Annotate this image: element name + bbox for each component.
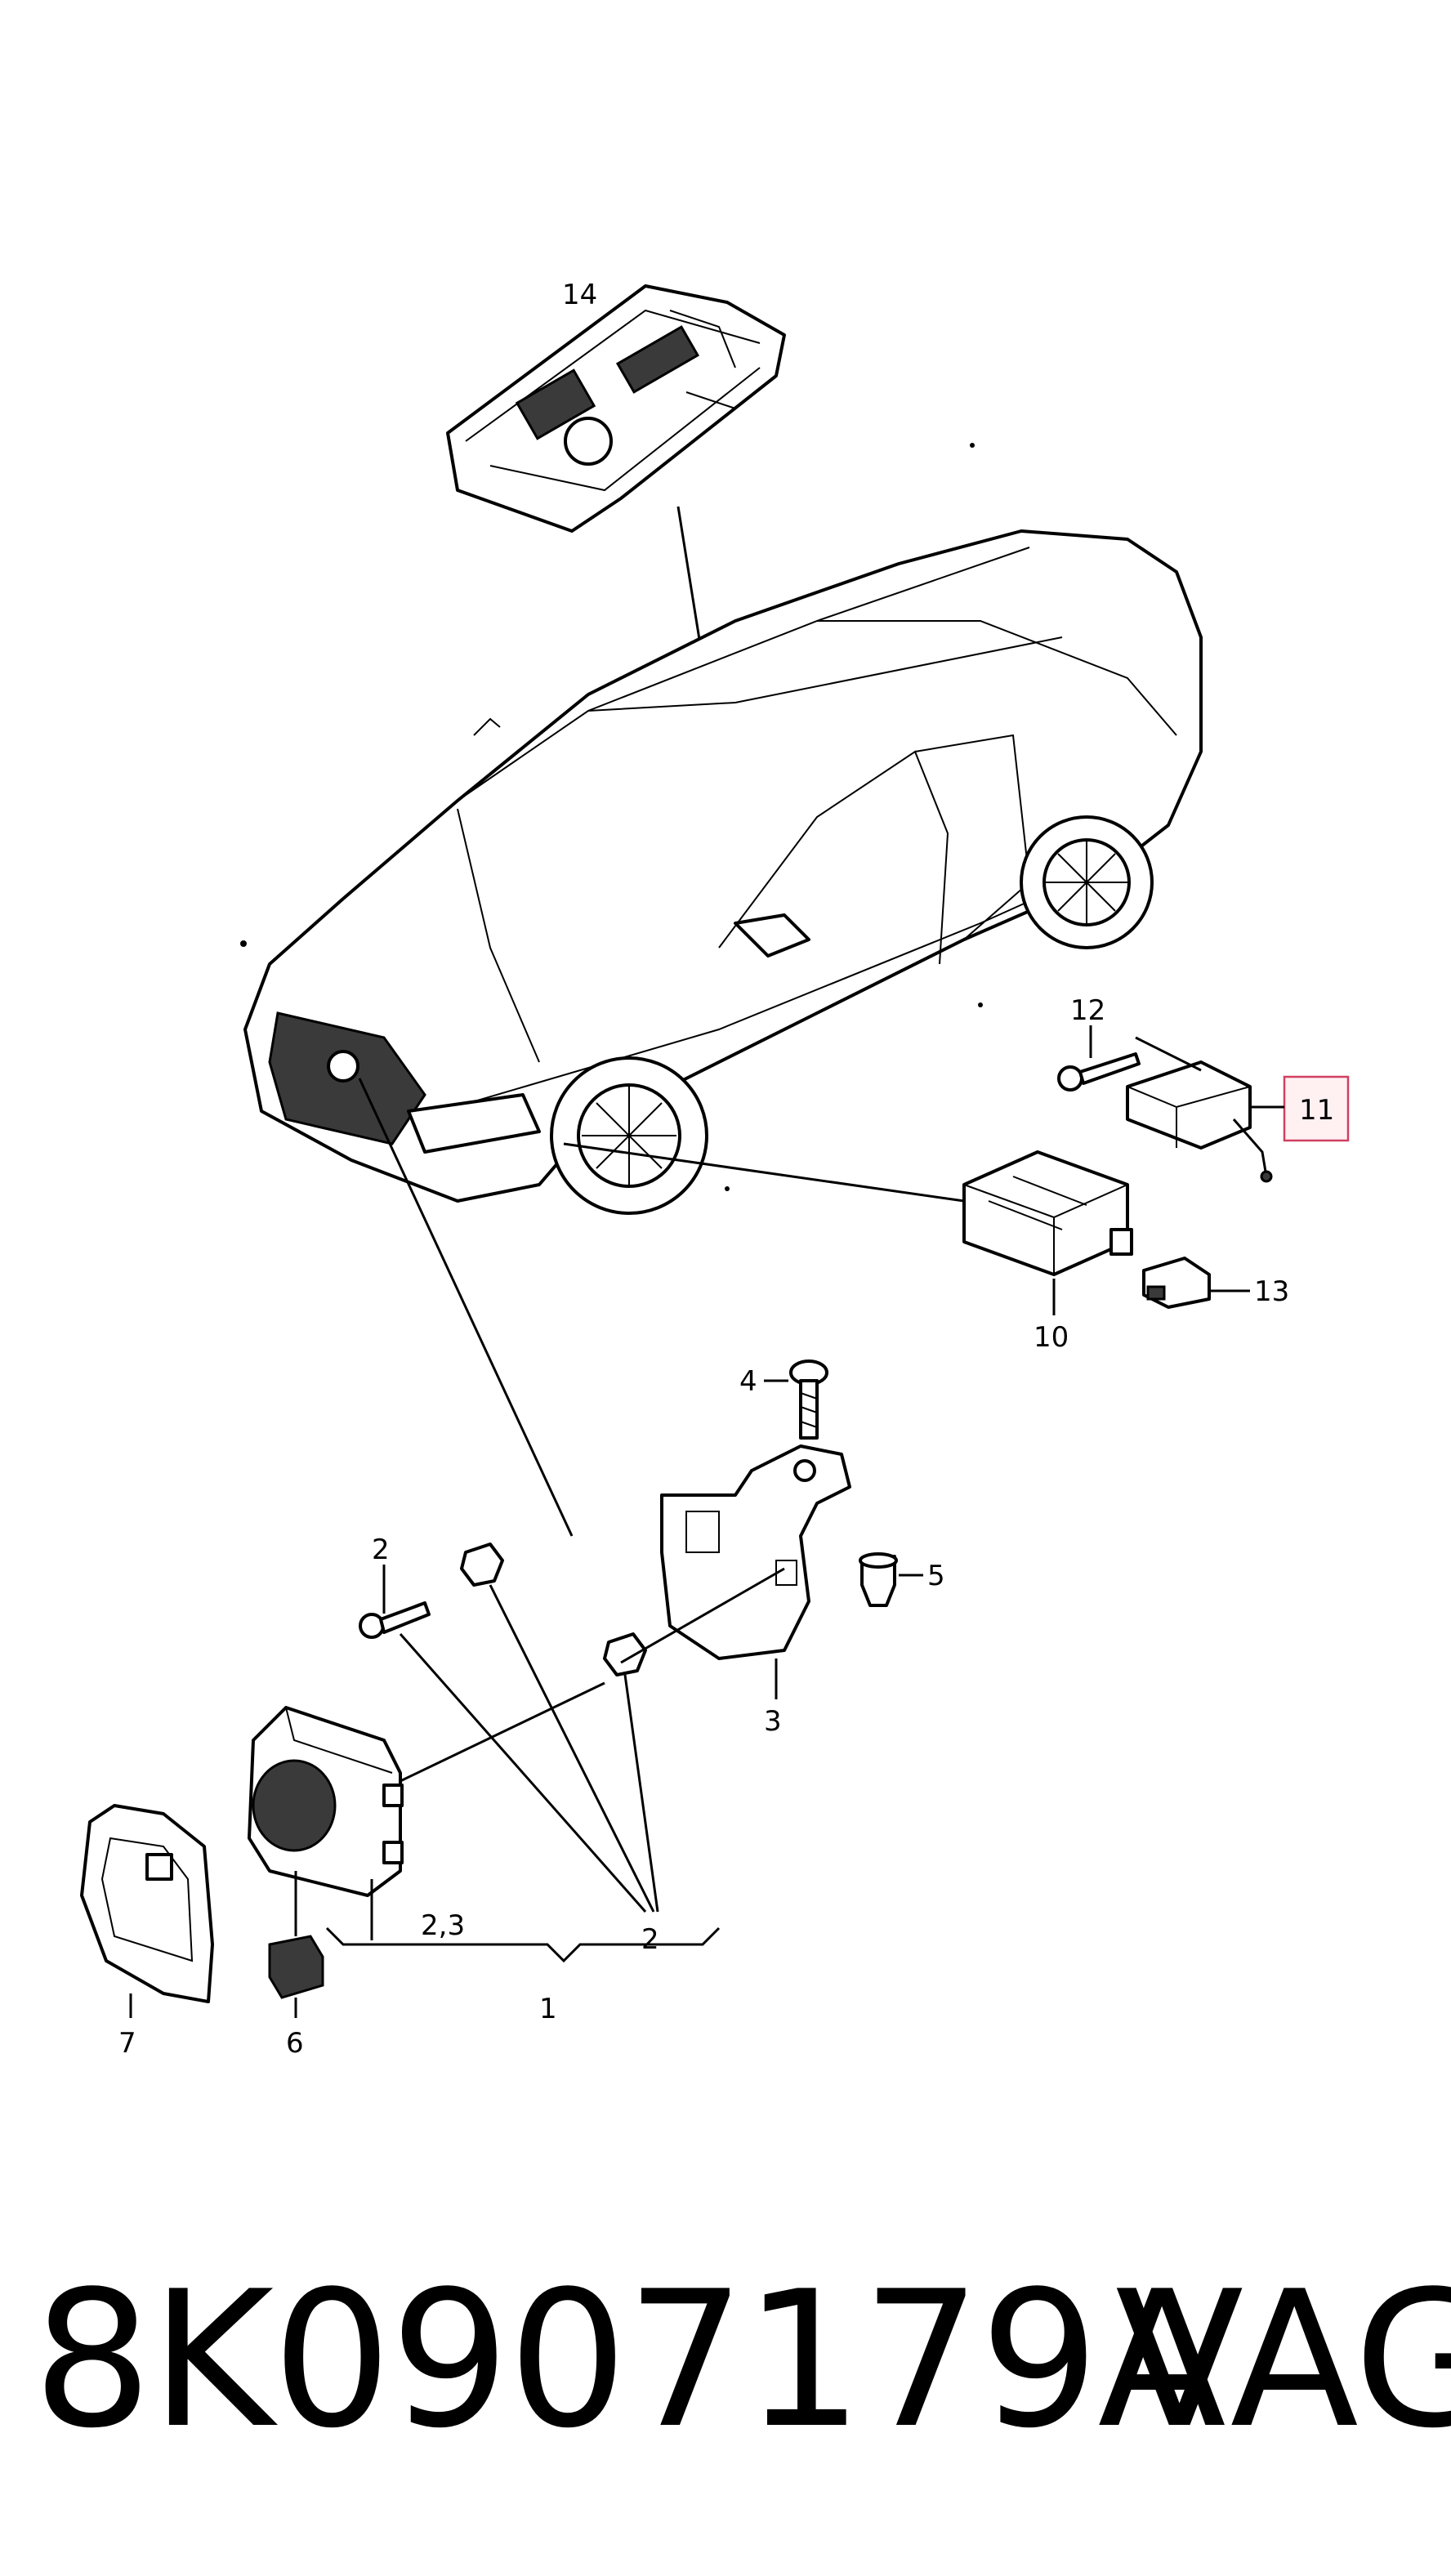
leader-10-car (563, 1142, 965, 1203)
callout-2b: 2 (641, 1923, 659, 1956)
switch-6-part (268, 1935, 324, 1999)
callout-12: 12 (1070, 994, 1105, 1027)
callout-4: 4 (739, 1365, 757, 1398)
callout-1: 1 (539, 1993, 557, 2025)
control-unit-11-part (1126, 1036, 1273, 1183)
bolt-2-part (359, 1601, 431, 1639)
callout-6: 6 (286, 2027, 304, 2060)
callout-7: 7 (118, 2027, 136, 2060)
callout-5: 5 (927, 1560, 945, 1592)
cover-7-part (80, 1804, 214, 2003)
part-number: 8K0907179A (33, 2252, 1226, 2470)
clip-5-part (859, 1552, 898, 1607)
callout-10: 10 (1034, 1321, 1069, 1354)
car-illustration (243, 529, 1203, 1215)
leader-sensor-nut (400, 1681, 605, 1783)
brand-name: VAG (1115, 2252, 1451, 2470)
radar-sensor-1-part (248, 1706, 404, 1897)
leader-grille (358, 1078, 574, 1537)
dot-mark (978, 1002, 983, 1007)
callout-14: 14 (562, 279, 597, 311)
leader-2b-lines (399, 1584, 659, 1913)
screw-12-part (1057, 1052, 1141, 1092)
roof-module-part (446, 284, 786, 533)
bracket-line-1 (325, 1926, 721, 1963)
caption: 8K0907179A VAG (33, 2252, 1451, 2470)
connector-13-part (1142, 1257, 1211, 1309)
callout-13: 13 (1254, 1275, 1289, 1308)
screw-4-part (789, 1359, 828, 1440)
nut-2-lower-part (603, 1632, 647, 1676)
dot-mark (970, 443, 975, 448)
parts-diagram: 14 12 (80, 279, 1350, 2060)
control-module-10-part (962, 1150, 1133, 1276)
nut-2-upper-part (460, 1542, 504, 1587)
callout-23: 2,3 (421, 1909, 465, 1942)
bracket-3-part (660, 1444, 851, 1660)
highlight-box-11 (1283, 1075, 1350, 1142)
dot-mark (725, 1186, 730, 1191)
callout-2a: 2 (372, 1534, 390, 1566)
dot-mark (240, 940, 247, 947)
callout-11: 11 (1299, 1094, 1334, 1127)
leader-nut-bracket (620, 1567, 785, 1664)
callout-3: 3 (764, 1705, 782, 1738)
